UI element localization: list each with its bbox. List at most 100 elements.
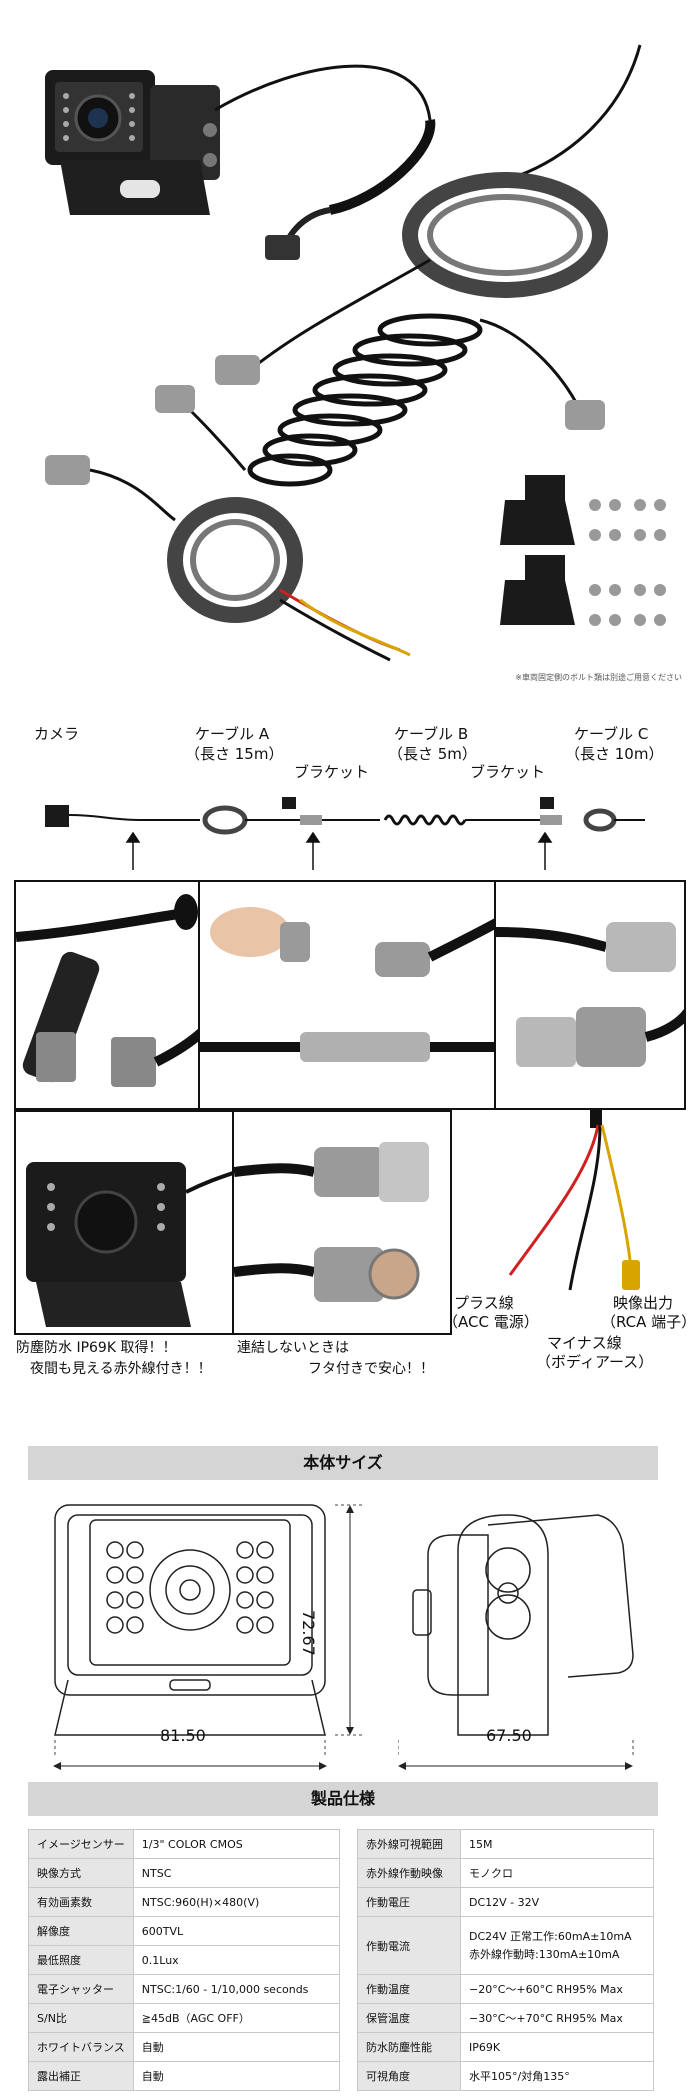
spec-label: 赤外線可視範囲 [357,1829,461,1859]
product-photo: ※車両固定側のボルト類は別途ご用意ください [0,0,700,690]
spec-value: 自動 [132,2061,340,2091]
table-row: 作動温度−20°C〜+60°C RH95% Max [357,1974,654,2004]
label-minus-wire: マイナス線 [547,1334,622,1352]
spec-label: 作動電圧 [357,1887,461,1917]
bracket-connector-illustration [496,922,684,1067]
spec-label: 電子シャッター [28,1974,134,2004]
hand-connector-illustration [200,907,494,1062]
spec-value: NTSC:1/60 - 1/10,000 seconds [132,1974,340,2004]
label-video-output: 映像出力 [613,1294,674,1312]
spec-label: 解像度 [28,1916,134,1946]
spec-value: 0.1Lux [132,1945,340,1975]
spec-label: 作動温度 [357,1974,461,2004]
spec-value: 水平105°/対角135° [460,2061,654,2091]
spec-value: NTSC [132,1858,340,1888]
product-set-illustration [45,44,666,662]
label-bracket-1: ブラケット [294,763,370,781]
feature-photo-bracket-connector [494,880,686,1110]
feature-photo-covered-connector [232,1110,452,1335]
label-plus-wire: プラス線 [454,1294,514,1312]
spec-value: −20°C〜+60°C RH95% Max [460,1974,654,2004]
depth-dimension-line [398,1762,633,1770]
side-view-drawing [398,1514,634,1755]
specs-section-title: 製品仕様 [28,1782,658,1816]
spec-value: ≧45dB（AGC OFF） [132,2003,340,2033]
width-dimension-line [53,1762,327,1770]
camera-closeup-illustration [26,1162,232,1327]
wire-leads-illustration [508,1110,640,1291]
dimension-width: 81.50 [160,1726,206,1745]
feature-photo-hand-connector [198,880,496,1110]
label-bracket-2: ブラケット [470,763,546,781]
spec-label: 最低照度 [28,1945,134,1975]
table-row: 赤外線作動映像モノクロ [357,1858,654,1888]
spec-label: 赤外線作動映像 [357,1858,461,1888]
table-row: 作動電流 DC24V 正常工作:60mA±10mA 赤外線作動時:130mA±1… [357,1916,654,1975]
caption-cover-2: フタ付きで安心！！ [308,1361,434,1377]
spec-label: 映像方式 [28,1858,134,1888]
feature-photo-camera-connector [14,880,200,1110]
label-camera: カメラ [34,725,80,743]
table-row: ホワイトバランス自動 [28,2032,340,2062]
caption-waterproof-1: 防塵防水 IP69K 取得！！ [16,1340,177,1356]
dimension-depth: 67.50 [486,1726,532,1745]
label-cable-b-length: （長さ 5m） [388,745,477,763]
spec-value: NTSC:960(H)×480(V) [132,1887,340,1917]
spec-label: S/N比 [28,2003,134,2033]
spec-value: IP69K [460,2032,654,2062]
spec-value: 600TVL [132,1916,340,1946]
connector-illustration [16,894,198,1087]
label-cable-a-length: （長さ 15m） [185,745,284,763]
covered-connector-illustration [234,1142,429,1302]
caption-waterproof-2: 夜間も見える赤外線付き！！ [30,1361,212,1377]
spec-value: 自動 [132,2032,340,2062]
diagram-line-drawing [45,797,645,870]
caption-cover-1: 連結しないときは [237,1340,349,1356]
table-row: 保管温度−30°C〜+70°C RH95% Max [357,2003,654,2033]
table-row: S/N比≧45dB（AGC OFF） [28,2003,340,2033]
label-plus-wire-desc: （ACC 電源） [443,1313,539,1331]
front-view-drawing [54,1504,365,1755]
spec-value: 15M [460,1829,654,1859]
spec-label: 露出補正 [28,2061,134,2091]
camera-image [45,70,220,215]
connection-diagram: カメラ ケーブル A （長さ 15m） ブラケット ケーブル B （長さ 5m）… [0,715,700,875]
spec-value: 赤外線作動時:130mA±10mA [469,1947,620,1961]
spec-label: イメージセンサー [28,1829,134,1859]
spec-value-multiline: DC24V 正常工作:60mA±10mA 赤外線作動時:130mA±10mA [460,1916,654,1975]
spec-value: DC12V - 32V [460,1887,654,1917]
label-cable-c: ケーブル C [574,725,649,743]
spec-label: 作動電流 [357,1916,461,1975]
label-cable-a: ケーブル A [195,725,270,743]
spec-value: DC24V 正常工作:60mA±10mA [469,1929,632,1943]
spec-label: 可視角度 [357,2061,461,2091]
table-row: 露出補正自動 [28,2061,340,2091]
spec-value: モノクロ [460,1858,654,1888]
bolt-note: ※車両固定側のボルト類は別途ご用意ください [515,673,682,682]
spec-label: 防水防塵性能 [357,2032,461,2062]
label-cable-b: ケーブル B [394,725,469,743]
spec-label: 保管温度 [357,2003,461,2033]
spec-value: −30°C〜+70°C RH95% Max [460,2003,654,2033]
size-section-title: 本体サイズ [28,1446,658,1480]
label-video-output-desc: （RCA 端子） [601,1313,697,1331]
dimension-height: 72.67 [299,1610,318,1656]
label-minus-wire-desc: （ボディアース） [536,1353,654,1371]
spec-value: 1/3" COLOR CMOS [132,1829,340,1859]
feature-photo-camera-closeup [14,1110,234,1335]
spec-label: 有効画素数 [28,1887,134,1917]
table-row: 可視角度水平105°/対角135° [357,2061,654,2091]
label-cable-c-length: （長さ 10m） [565,745,664,763]
spec-label: ホワイトバランス [28,2032,134,2062]
